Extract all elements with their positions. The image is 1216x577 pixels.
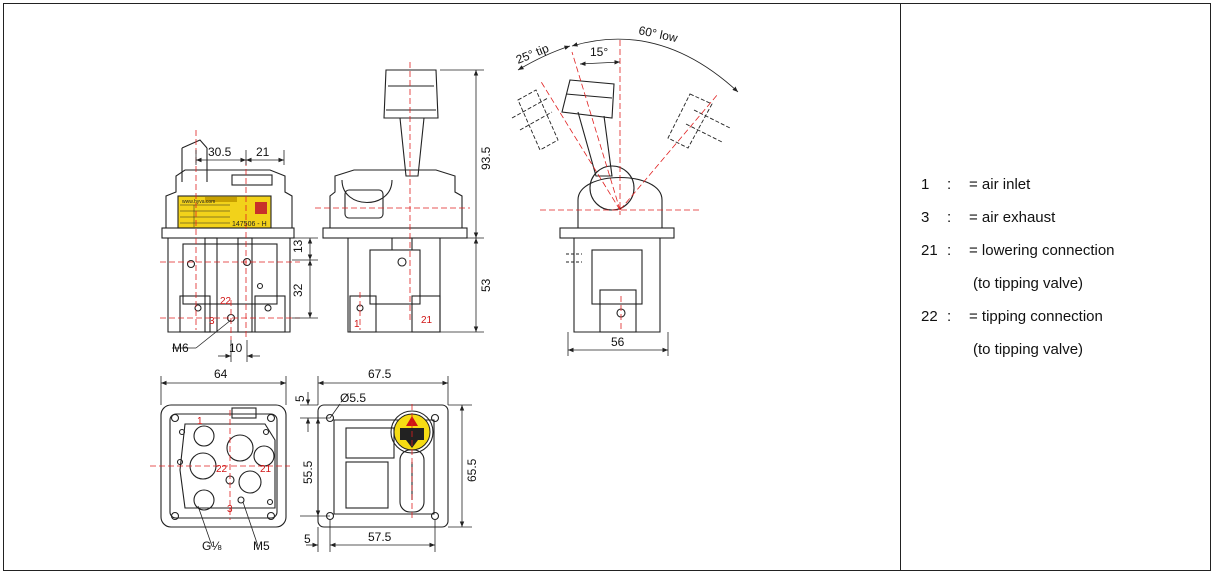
port-21-side: 21 — [421, 315, 433, 326]
top-view — [317, 404, 449, 528]
dim-64: 64 — [214, 367, 228, 381]
plate-code: 147506 - H — [232, 221, 267, 228]
dim-55-5: 55.5 — [301, 460, 315, 484]
front-view — [161, 139, 295, 333]
technical-drawing: www.hyva.com 147506 - H 30.5 21 13 32 10… — [150, 23, 739, 553]
legend-row-3: 3:= air exhaust — [921, 209, 1056, 226]
top-dim-lines — [300, 376, 472, 552]
angle-view — [511, 79, 731, 333]
legend-row-22: 22:= tipping connection — [921, 308, 1103, 325]
thread-m5: M5 — [253, 539, 270, 553]
dim-15-deg: 15° — [590, 45, 608, 59]
dim-93-5: 93.5 — [479, 146, 493, 170]
dim-53: 53 — [479, 278, 493, 292]
legend-row-22-note: (to tipping valve) — [973, 341, 1084, 358]
thread-m6: M6 — [172, 341, 189, 355]
port-22-bottom: 22 — [216, 464, 228, 475]
legend-row-1: 1:= air inlet — [921, 176, 1031, 193]
plate-url: www.hyva.com — [182, 199, 215, 205]
legend-row-21-note: (to tipping valve) — [973, 275, 1084, 292]
front-dim-lines — [172, 150, 318, 362]
legend-row-21: 21:= lowering connection — [921, 242, 1115, 259]
port-1-side: 1 — [354, 319, 360, 330]
thread-g18: G⅛ — [202, 539, 222, 553]
side-view — [322, 69, 468, 333]
dim-5-bottom: 5 — [304, 532, 311, 546]
angle-dim-lines — [517, 38, 739, 356]
dim-5-top: 5 — [293, 395, 307, 402]
port-legend: 1:= air inlet 3:= air exhaust 21:= lower… — [921, 176, 1115, 374]
bottom-centerlines — [150, 410, 290, 520]
front-centerlines — [160, 130, 300, 340]
side-centerlines — [315, 62, 470, 330]
dim-21: 21 — [256, 145, 270, 159]
dim-10: 10 — [229, 341, 243, 355]
dim-13: 13 — [291, 239, 305, 253]
dim-30-5: 30.5 — [208, 145, 232, 159]
dim-60-low: 60° low — [637, 23, 679, 45]
dim-57-5: 57.5 — [368, 530, 392, 544]
dim-25-tip: 25° tip — [514, 41, 551, 67]
bottom-dim-lines — [160, 376, 287, 547]
side-dim-lines — [440, 69, 484, 333]
panel-divider — [900, 3, 901, 571]
dim-67-5: 67.5 — [368, 367, 392, 381]
port-21-bottom: 21 — [260, 464, 272, 475]
port-3-bottom: 3 — [227, 504, 233, 515]
dim-56: 56 — [611, 335, 625, 349]
dim-dia-5-5: Ø5.5 — [340, 391, 366, 405]
dim-32: 32 — [291, 283, 305, 297]
port-1-bottom: 1 — [197, 416, 203, 427]
port-3-front: 3 — [209, 316, 215, 327]
angle-centerlines — [539, 40, 719, 330]
port-22-front: 22 — [220, 296, 232, 307]
dim-65-5: 65.5 — [465, 458, 479, 482]
